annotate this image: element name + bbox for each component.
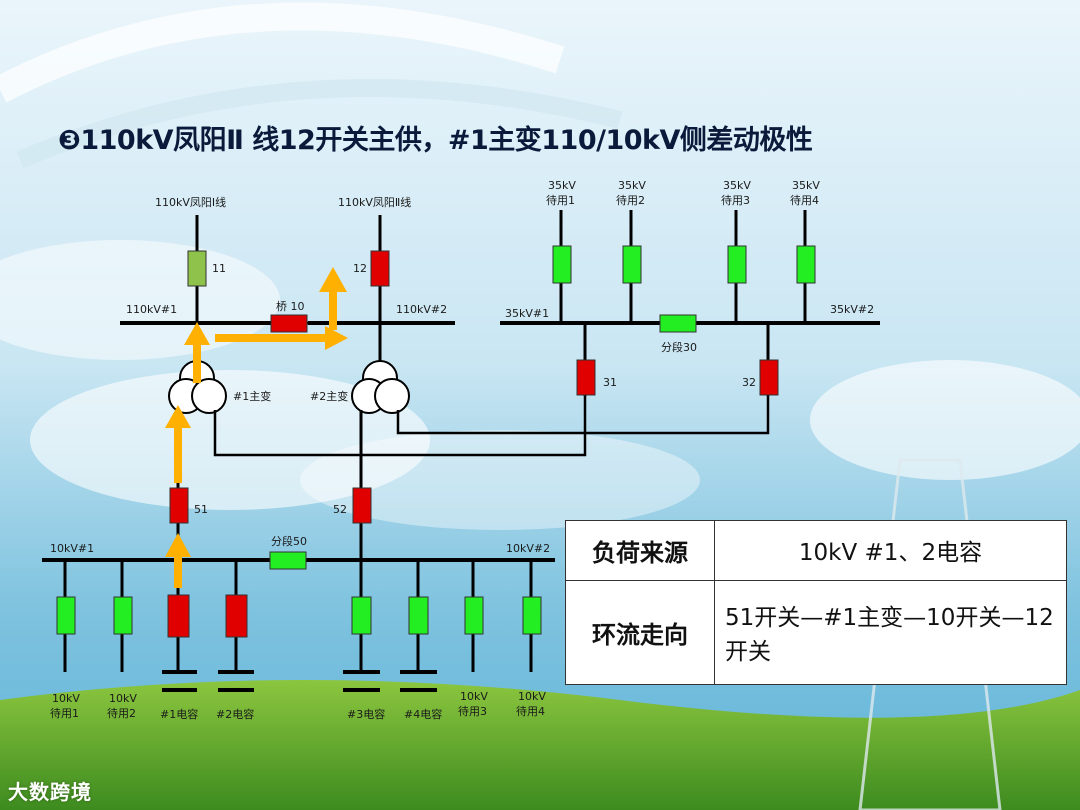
- arrow-right-icon: [215, 326, 348, 350]
- feeder-10kv-spare-1: [56, 560, 76, 672]
- feeder-capacitor-3-label: #3电容: [347, 707, 385, 721]
- feeder-35kv-spare-3-label-b: 待用3: [721, 193, 750, 207]
- t1-35kv-link: [213, 396, 587, 457]
- breaker-capacitor-2[interactable]: [225, 594, 248, 638]
- load-source-value: 10kV #1、2电容: [714, 520, 1067, 581]
- bus-110kv-1-label: 110kV#1: [126, 303, 177, 316]
- feeder-35kv-spare-1: [552, 210, 572, 323]
- bus-10kv-2-label: 10kV#2: [506, 542, 550, 555]
- breaker-capacitor-1[interactable]: [167, 594, 190, 638]
- breaker-35kv-spare-1[interactable]: [552, 245, 572, 284]
- arrow-up-icon: [319, 267, 347, 330]
- feeder-35kv-spare-4-label-b: 待用4: [790, 193, 819, 207]
- transformer-2-label: #2主变: [310, 389, 348, 403]
- t2-35kv-link: [396, 396, 770, 435]
- feeder-capacitor-2-label: #2电容: [216, 707, 254, 721]
- breaker-51[interactable]: [169, 487, 189, 524]
- feeder-35kv-spare-2-label-b: 待用2: [616, 193, 645, 207]
- feeder-10kv-spare-4: [522, 560, 542, 672]
- feeder-35kv-spare-4-label-a: 35kV: [792, 179, 820, 192]
- transformer-1-label: #1主变: [233, 389, 271, 403]
- breaker-seg50[interactable]: [269, 551, 307, 570]
- feeder-10kv-spare-2-label-a: 10kV: [109, 692, 137, 705]
- feeder-10kv-spare-4-label-b: 待用4: [516, 704, 545, 718]
- breaker-capacitor-4[interactable]: [408, 596, 429, 635]
- feeder-10kv-spare-1-label-b: 待用1: [50, 706, 79, 720]
- feeder-35kv-spare-1-label-a: 35kV: [548, 179, 576, 192]
- line-110kv-2-label: 110kV凤阳Ⅱ线: [338, 195, 411, 209]
- breaker-bridge-10-label: 桥 10: [276, 300, 305, 313]
- breaker-11[interactable]: [187, 250, 207, 287]
- breaker-35kv-spare-3[interactable]: [727, 245, 747, 284]
- feeder-35kv-spare-3-label-a: 35kV: [723, 179, 751, 192]
- breaker-12[interactable]: [370, 250, 390, 287]
- flow-direction-value: 51开关—#1主变—10开关—12开关: [714, 579, 1067, 686]
- feeder-35kv-spare-2-label-a: 35kV: [618, 179, 646, 192]
- feeder-35kv-spare-3: [727, 210, 747, 323]
- breaker-10kv-spare-3[interactable]: [464, 596, 484, 635]
- bus-110kv-2-label: 110kV#2: [396, 303, 447, 316]
- breaker-52[interactable]: [352, 487, 372, 524]
- breaker-32[interactable]: [759, 359, 779, 396]
- bus-35kv-1-label: 35kV#1: [505, 307, 549, 320]
- bus-10kv-1-label: 10kV#1: [50, 542, 94, 555]
- feeder-35kv-spare-1-label-b: 待用1: [546, 193, 575, 207]
- feeder-10kv-spare-2: [113, 560, 133, 672]
- feeder-10kv-spare-3-label-b: 待用3: [458, 704, 487, 718]
- bus-35kv-2-label: 35kV#2: [830, 303, 874, 316]
- feeder-10kv-spare-4-label-a: 10kV: [518, 690, 546, 703]
- table-row: 负荷来源 10kV #1、2电容: [565, 520, 1067, 581]
- breaker-51-label: 51: [194, 503, 208, 516]
- feeder-10kv-spare-1-label-a: 10kV: [52, 692, 80, 705]
- page-title: ❸110kV凤阳Ⅱ 线12开关主供，#1主变110/10kV侧差动极性: [58, 125, 813, 156]
- breaker-52-label: 52: [333, 503, 347, 516]
- breaker-10kv-spare-4[interactable]: [522, 596, 542, 635]
- breaker-seg30[interactable]: [659, 314, 697, 333]
- feeder-10kv-spare-2-label-b: 待用2: [107, 706, 136, 720]
- breaker-32-label: 32: [742, 376, 756, 389]
- arrow-up-icon: [184, 322, 210, 383]
- breaker-seg30-label: 分段30: [661, 340, 697, 354]
- breaker-bridge-10[interactable]: [270, 314, 308, 333]
- load-source-key: 负荷来源: [565, 520, 715, 581]
- line-110kv-1-label: 110kV凤阳Ⅰ线: [155, 195, 226, 209]
- arrow-up-icon: [165, 405, 191, 483]
- logo: 大数跨境: [8, 780, 92, 804]
- flow-direction-key: 环流走向: [565, 579, 715, 686]
- breaker-10kv-spare-1[interactable]: [56, 596, 76, 635]
- feeder-10kv-spare-3-label-a: 10kV: [460, 690, 488, 703]
- feeder-35kv-spare-2: [622, 210, 642, 323]
- table-row: 环流走向 51开关—#1主变—10开关—12开关: [565, 579, 1067, 686]
- breaker-31-label: 31: [603, 376, 617, 389]
- breaker-35kv-spare-2[interactable]: [622, 245, 642, 284]
- feeder-capacitor-4-label: #4电容: [404, 707, 442, 721]
- feeder-35kv-spare-4: [796, 210, 816, 323]
- breaker-35kv-spare-4[interactable]: [796, 245, 816, 284]
- feeder-10kv-spare-3: [464, 560, 484, 672]
- breaker-11-label: 11: [212, 262, 226, 275]
- arrow-up-icon: [165, 533, 191, 588]
- feeder-capacitor-4: [400, 560, 437, 692]
- breaker-31[interactable]: [576, 359, 596, 396]
- feeder-capacitor-1: [162, 560, 197, 692]
- transformer-2[interactable]: [351, 360, 410, 414]
- breaker-10kv-spare-2[interactable]: [113, 596, 133, 635]
- feeder-capacitor-2: [218, 560, 254, 692]
- breaker-capacitor-3[interactable]: [351, 596, 372, 635]
- flow-arrows: [165, 267, 348, 588]
- feeder-capacitor-3: [343, 560, 380, 692]
- info-table: 负荷来源 10kV #1、2电容 环流走向 51开关—#1主变—10开关—12开…: [565, 520, 1067, 686]
- feeder-capacitor-1-label: #1电容: [160, 707, 198, 721]
- breaker-seg50-label: 分段50: [271, 534, 307, 548]
- breaker-12-label: 12: [353, 262, 367, 275]
